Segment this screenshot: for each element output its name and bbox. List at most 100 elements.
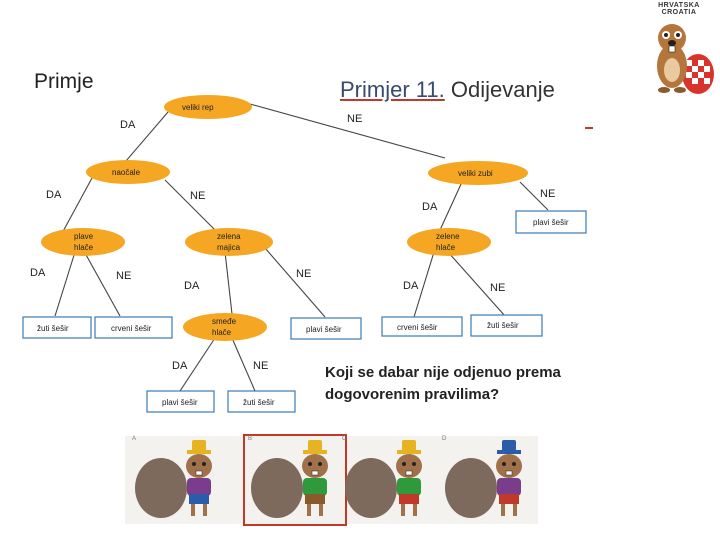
beaver-head [302, 454, 328, 478]
edge-label-da: DA [184, 280, 200, 292]
node-zelena-majica: zelena majica [185, 228, 273, 256]
svg-text:zelene: zelene [436, 232, 460, 241]
option-label: D [442, 436, 447, 442]
node-veliki-rep: veliki rep [164, 95, 252, 119]
leaf-box [515, 210, 587, 234]
beaver-eye [502, 462, 506, 466]
beaver-teeth [311, 470, 319, 476]
beaver-leg [501, 504, 505, 516]
leaf-box [381, 316, 463, 337]
option-a[interactable]: A [129, 436, 229, 524]
edge-label-ne: NE [347, 113, 362, 125]
leaf-crveni-sesir: crveni šešir [397, 323, 438, 332]
node-smede-hlace: smeđe hlače [183, 313, 267, 341]
beaver-icon [445, 440, 522, 518]
beaver-tail [445, 458, 497, 518]
beaver-leg [401, 504, 405, 516]
option-d[interactable]: D [439, 436, 539, 524]
logo-line-2: CROATIA [661, 9, 697, 16]
leaf-crveni-sesir: crveni šešir [111, 324, 152, 333]
tree-edges [54, 103, 549, 392]
beaver-leg [513, 504, 517, 516]
option-label: A [132, 436, 137, 442]
logo: HRVATSKA CROATIA [640, 2, 718, 99]
leaf-box [290, 317, 362, 340]
beaver-pants [189, 494, 209, 504]
beaver-shirt [497, 478, 521, 496]
leaf-zuti-sesir: žuti šešir [487, 321, 519, 330]
beaver-eye [402, 462, 406, 466]
edge-label-da: DA [30, 267, 46, 279]
edge-label-ne: NE [116, 270, 131, 282]
question-line-1: Koji se dabar nije odjenuo prema [325, 364, 561, 381]
beaver-icon [251, 440, 328, 518]
beaver-eye [412, 462, 416, 466]
edge-label-ne: NE [190, 190, 205, 202]
leaf-box [227, 390, 296, 413]
node-plave-hlace: plave hlače [41, 228, 125, 256]
beaver-hat [192, 440, 206, 451]
beaver-head [496, 454, 522, 478]
beaver-hat [402, 440, 416, 451]
option-label: B [248, 436, 253, 442]
beaver-hat [502, 440, 516, 451]
edge-label-ne: NE [540, 188, 555, 200]
option-label: C [342, 436, 347, 442]
beaver-eye [202, 462, 206, 466]
beaver-shirt [397, 478, 421, 496]
leaf-plavi-sesir: plavi šešir [533, 218, 569, 227]
beaver-leg [319, 504, 323, 516]
leaf-box [146, 390, 215, 413]
leaf-box [470, 314, 543, 337]
svg-text:naočale: naočale [112, 168, 141, 177]
slide-title-fragment: Primje [34, 70, 94, 93]
edge-label-ne: NE [296, 268, 311, 280]
beaver-leg [203, 504, 207, 516]
leaf-plavi-sesir: plavi šešir [162, 398, 198, 407]
beaver-head [186, 454, 212, 478]
beaver-leg [191, 504, 195, 516]
beaver-tail [345, 458, 397, 518]
edge-label-da: DA [403, 280, 419, 292]
beaver-eye [192, 462, 196, 466]
beaver-shirt [187, 478, 211, 496]
question-text: Koji se dabar nije odjenuo prema dogovor… [325, 362, 625, 406]
beaver-tail [251, 458, 303, 518]
beaver-hat-brim [187, 450, 211, 454]
leaf-box [22, 316, 92, 339]
edge-label-ne: NE [490, 282, 505, 294]
svg-text:hlače: hlače [74, 243, 94, 252]
slide-title-text: Odijevanje [450, 77, 555, 102]
answer-options: A B C D [125, 434, 539, 526]
edge-label-ne: NE [253, 360, 268, 372]
leaf-zuti-sesir: žuti šešir [243, 398, 275, 407]
svg-text:zelena: zelena [217, 232, 241, 241]
beaver-tail [135, 458, 187, 518]
beaver-pants [499, 494, 519, 504]
svg-text:hlače: hlače [436, 243, 456, 252]
beaver-leg [307, 504, 311, 516]
beaver-hat-brim [497, 450, 521, 454]
beaver-hat-brim [397, 450, 421, 454]
svg-text:majica: majica [217, 243, 241, 252]
edge-label-da: DA [422, 201, 438, 213]
node-veliki-zubi: veliki zubi [428, 161, 528, 185]
beaver-hat-brim [303, 450, 327, 454]
beaver-icon [135, 440, 212, 518]
title-underline-mark [585, 127, 593, 129]
svg-text:smeđe: smeđe [212, 317, 237, 326]
question-line-2: dogovorenim pravilima? [325, 386, 500, 403]
beaver-eye [318, 462, 322, 466]
beaver-eye [308, 462, 312, 466]
beaver-mascot-icon [657, 24, 714, 94]
option-c[interactable]: C [339, 436, 439, 524]
edge-label-da: DA [172, 360, 188, 372]
beaver-hat [308, 440, 322, 451]
beaver-teeth [505, 470, 513, 476]
beaver-pants [399, 494, 419, 504]
beaver-teeth [195, 470, 203, 476]
option-b[interactable]: B [243, 434, 347, 526]
beaver-pants [305, 494, 325, 504]
beaver-shirt [303, 478, 327, 496]
